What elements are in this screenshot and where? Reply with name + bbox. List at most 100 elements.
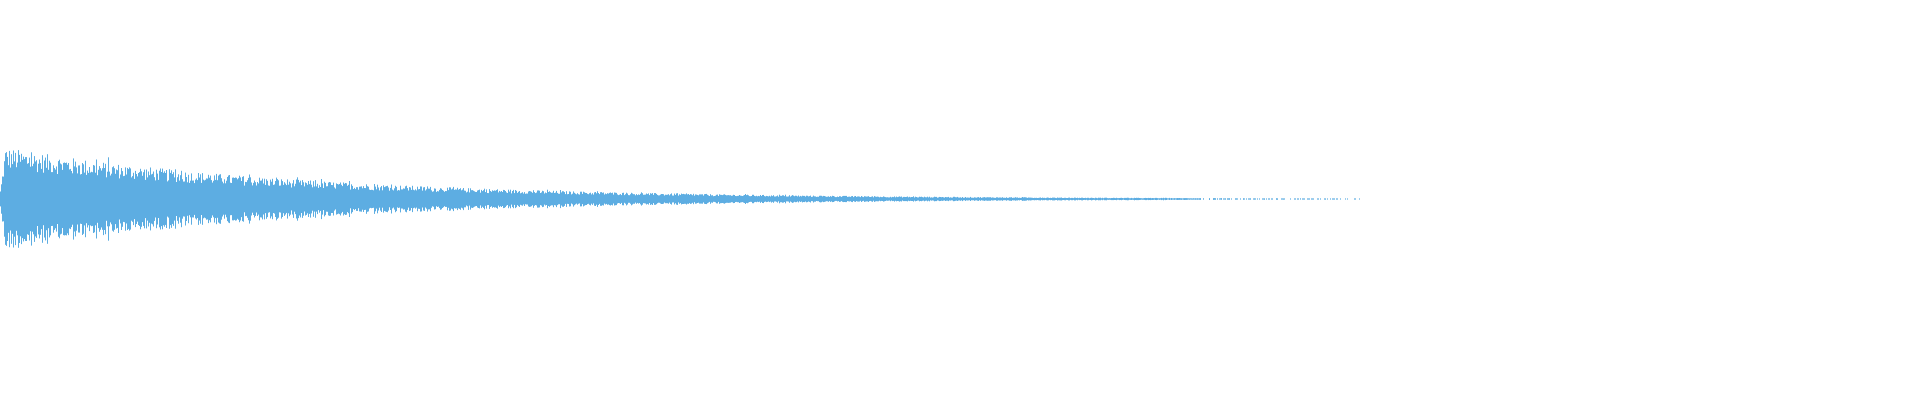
waveform-sample <box>1268 198 1269 200</box>
waveform-sample <box>1149 198 1150 200</box>
waveform-sample <box>174 177 175 221</box>
waveform-sample <box>702 194 703 204</box>
waveform-sample <box>497 189 498 209</box>
waveform-sample <box>142 175 143 223</box>
waveform-sample <box>787 196 788 202</box>
waveform-sample <box>891 197 892 201</box>
waveform-sample <box>332 185 333 213</box>
waveform-sample <box>952 197 953 201</box>
waveform-sample <box>1190 198 1191 200</box>
waveform-sample <box>655 193 656 205</box>
waveform-sample <box>2 176 3 222</box>
waveform-sample <box>175 169 176 229</box>
waveform-sample <box>44 160 45 238</box>
waveform-sample <box>462 189 463 209</box>
waveform-sample <box>1255 198 1256 200</box>
waveform-sample <box>1337 198 1338 200</box>
waveform-sample <box>104 168 105 230</box>
waveform-sample <box>1162 198 1163 200</box>
waveform-sample <box>1172 198 1173 200</box>
waveform-sample <box>542 190 543 208</box>
waveform-sample <box>525 193 526 205</box>
waveform-sample <box>924 196 925 202</box>
waveform-sample <box>255 182 256 216</box>
waveform-sample <box>184 181 185 217</box>
waveform-sample <box>84 172 85 226</box>
waveform-sample <box>783 195 784 203</box>
waveform-sample <box>565 194 566 204</box>
waveform-sample <box>650 193 651 205</box>
waveform-sample <box>988 197 989 201</box>
waveform-sample <box>860 197 861 201</box>
waveform-sample <box>494 190 495 208</box>
waveform-sample <box>87 170 88 228</box>
waveform-sample <box>335 188 336 210</box>
waveform-sample <box>1098 197 1099 201</box>
waveform-sample <box>554 193 555 206</box>
waveform-sample <box>304 186 305 212</box>
waveform-sample <box>1043 197 1044 201</box>
waveform-sample <box>419 189 420 209</box>
waveform-sample <box>217 180 218 218</box>
waveform-sample <box>243 176 244 222</box>
waveform-sample <box>997 197 998 201</box>
waveform-sample <box>667 194 668 204</box>
waveform-sample <box>128 169 129 229</box>
waveform-sample <box>1001 197 1002 201</box>
waveform-sample <box>1325 198 1326 200</box>
waveform-sample <box>23 156 24 242</box>
waveform-sample <box>858 196 859 202</box>
waveform-sample <box>501 191 502 207</box>
waveform-sample <box>872 196 873 202</box>
waveform-sample <box>1153 198 1154 200</box>
waveform-sample <box>20 161 21 237</box>
waveform-sample <box>61 164 62 234</box>
waveform-sample <box>814 196 815 202</box>
waveform-sample <box>929 196 930 202</box>
waveform-sample <box>938 197 939 201</box>
waveform-sample <box>727 195 728 203</box>
waveform-sample <box>52 172 53 226</box>
waveform-sample <box>242 176 243 222</box>
waveform-sample <box>500 191 501 207</box>
waveform-sample <box>55 169 56 229</box>
waveform-sample <box>1163 197 1164 201</box>
waveform-sample <box>1039 197 1040 201</box>
waveform-sample <box>1050 197 1051 201</box>
waveform-sample <box>762 195 763 203</box>
waveform-sample <box>48 169 49 229</box>
waveform-sample <box>238 178 239 220</box>
waveform-sample <box>1113 197 1114 201</box>
waveform-sample <box>308 181 309 217</box>
waveform-sample <box>943 197 944 201</box>
waveform-sample <box>586 193 587 205</box>
waveform-sample <box>271 181 272 217</box>
waveform-sample <box>29 157 30 241</box>
waveform-sample <box>771 195 772 203</box>
waveform-sample <box>740 195 741 203</box>
waveform-sample <box>168 180 169 218</box>
waveform-sample <box>950 197 951 201</box>
waveform-sample <box>620 194 621 204</box>
waveform-sample <box>792 195 793 203</box>
waveform-sample <box>956 197 957 201</box>
waveform-sample <box>535 193 536 205</box>
waveform-sample <box>1034 197 1035 201</box>
waveform-sample <box>890 196 891 202</box>
waveform-sample <box>725 194 726 204</box>
waveform-sample <box>1099 197 1100 201</box>
waveform-sample <box>779 194 780 204</box>
waveform-sample <box>835 197 836 201</box>
waveform-sample <box>73 158 74 240</box>
waveform-sample <box>265 184 266 214</box>
waveform-sample <box>555 192 556 206</box>
waveform-sample <box>770 196 771 202</box>
waveform-sample <box>1227 198 1228 200</box>
waveform-sample <box>49 160 50 238</box>
waveform-sample <box>656 193 657 205</box>
waveform-sample <box>80 174 81 224</box>
waveform-sample <box>664 195 665 203</box>
waveform-sample <box>412 185 413 213</box>
waveform-sample <box>1094 198 1095 200</box>
